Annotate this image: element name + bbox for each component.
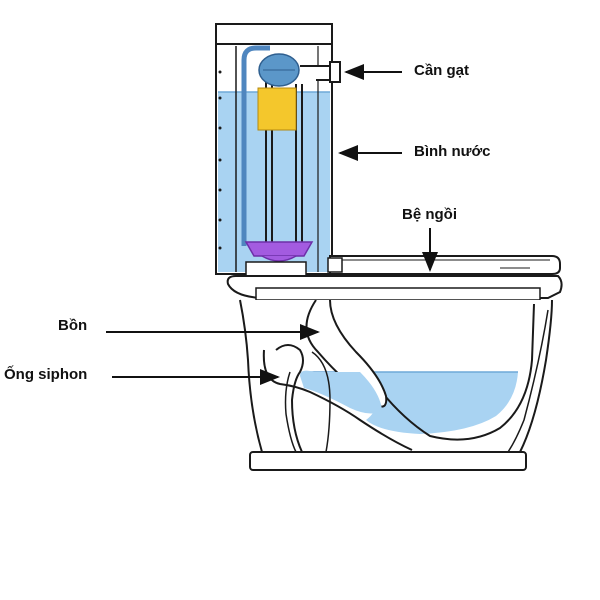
- label-seat: Bệ ngồi: [402, 206, 457, 223]
- flush-valve: [244, 241, 314, 257]
- arrows: [106, 64, 438, 385]
- bowl: [226, 275, 563, 471]
- seat: [327, 255, 561, 275]
- label-bowl: Bồn: [58, 317, 88, 334]
- bowl-water: [364, 372, 518, 434]
- label-siphon: Ống siphon: [4, 366, 88, 383]
- label-tank: Bình nước: [414, 143, 491, 160]
- label-lever: Cần gạt: [414, 62, 470, 79]
- yellow-float: [257, 87, 297, 131]
- cistern-tank: [215, 23, 341, 289]
